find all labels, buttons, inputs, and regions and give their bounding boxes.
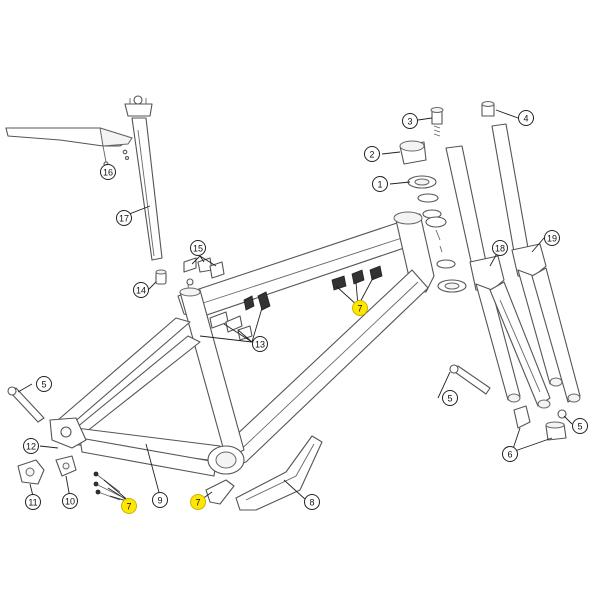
callout-7: 7 xyxy=(121,498,137,514)
callout-5: 5 xyxy=(442,390,458,406)
callout-circle xyxy=(372,176,388,192)
callout-13: 13 xyxy=(252,336,268,352)
callout-number: 18 xyxy=(495,244,505,254)
callout-number: 6 xyxy=(507,450,512,460)
callout-number: 5 xyxy=(577,422,582,432)
callout-number: 4 xyxy=(523,114,528,124)
callout-5: 5 xyxy=(572,418,588,434)
callout-circle xyxy=(23,438,39,454)
callout-4: 4 xyxy=(518,110,534,126)
fork-18-part xyxy=(445,145,551,409)
callout-circle xyxy=(36,376,52,392)
callout-number: 12 xyxy=(26,442,36,452)
callout-7: 7 xyxy=(190,494,206,510)
callout-number: 13 xyxy=(255,340,265,350)
callout-circle xyxy=(518,110,534,126)
callout-circle xyxy=(252,336,268,352)
callout-8: 8 xyxy=(304,494,320,510)
callout-number: 9 xyxy=(157,496,162,506)
callout-circle xyxy=(62,493,78,509)
callout-number: 11 xyxy=(28,498,37,508)
callout-circle xyxy=(133,282,149,298)
highlighted-callout-circle xyxy=(190,494,206,510)
callout-number: 1 xyxy=(377,180,382,190)
callout-3: 3 xyxy=(402,113,418,129)
callout-1: 1 xyxy=(372,176,388,192)
callout-number: 10 xyxy=(65,497,75,507)
callout-number: 5 xyxy=(41,380,46,390)
callout-number: 7 xyxy=(126,502,131,512)
callout-number: 5 xyxy=(447,394,452,404)
callout-circle xyxy=(402,113,418,129)
fork-19-part xyxy=(491,123,581,403)
callout-16: 16 xyxy=(100,164,116,180)
frame-part xyxy=(49,211,435,477)
callout-number: 7 xyxy=(195,498,200,508)
seatpost-part xyxy=(124,95,163,261)
callout-10: 10 xyxy=(62,493,78,509)
callout-circle xyxy=(572,418,588,434)
callout-number: 19 xyxy=(547,234,557,244)
front-thru-axle-part xyxy=(449,364,491,395)
callout-9: 9 xyxy=(152,492,168,508)
callout-circle xyxy=(190,240,206,256)
callout-number: 3 xyxy=(407,117,412,127)
bottle-bolts-part xyxy=(93,471,121,501)
callout-number: 7 xyxy=(357,304,362,314)
callout-11: 11 xyxy=(25,494,41,510)
cable-guides-part xyxy=(209,291,271,341)
highlighted-callout-circle xyxy=(352,300,368,316)
callout-7: 7 xyxy=(352,300,368,316)
derailleur-hanger-part xyxy=(17,459,45,485)
callout-circle xyxy=(502,446,518,462)
dropout-inserts-part xyxy=(513,405,567,441)
callout-2: 2 xyxy=(364,146,380,162)
callout-circle xyxy=(304,494,320,510)
chainstay-protector-part xyxy=(235,435,323,511)
callout-number: 8 xyxy=(309,498,314,508)
callout-number: 15 xyxy=(193,244,203,254)
callout-circle xyxy=(152,492,168,508)
callout-number: 14 xyxy=(136,286,146,296)
rear-thru-axle-part xyxy=(7,386,45,423)
callout-circle xyxy=(364,146,380,162)
callout-circle xyxy=(25,494,41,510)
callout-number: 16 xyxy=(103,168,113,178)
callout-18: 18 xyxy=(492,240,508,256)
highlighted-callout-circle xyxy=(121,498,137,514)
callout-number: 17 xyxy=(119,214,129,224)
callout-circle xyxy=(116,210,132,226)
callout-15: 15 xyxy=(190,240,206,256)
callout-14: 14 xyxy=(133,282,149,298)
callout-17: 17 xyxy=(116,210,132,226)
callout-5: 5 xyxy=(36,376,52,392)
headset-parts xyxy=(399,107,467,293)
callout-circle xyxy=(442,390,458,406)
chain-catcher-part xyxy=(205,479,235,505)
seat-clamp-part xyxy=(155,269,167,285)
rear-fender-part xyxy=(5,127,133,167)
callout-circle xyxy=(492,240,508,256)
hanger-insert-part xyxy=(55,455,77,477)
callout-circle xyxy=(100,164,116,180)
callout-12: 12 xyxy=(23,438,39,454)
fork-expander-part xyxy=(481,101,495,117)
callout-circle xyxy=(544,230,560,246)
callout-6: 6 xyxy=(502,446,518,462)
callout-number: 2 xyxy=(369,150,374,160)
callout-19: 19 xyxy=(544,230,560,246)
